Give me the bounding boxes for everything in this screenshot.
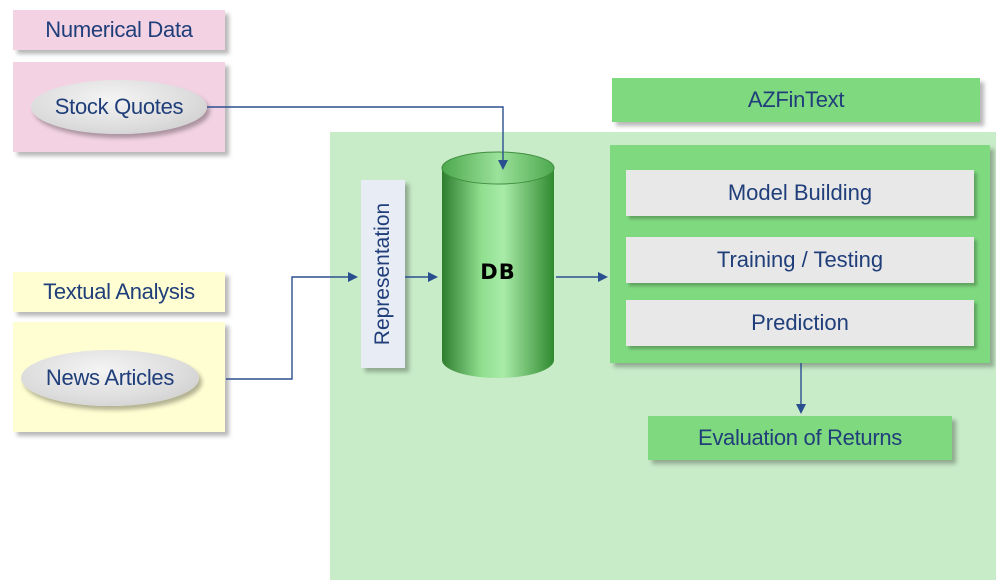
representation-box: Representation bbox=[361, 180, 405, 368]
news-articles-label: News Articles bbox=[45, 365, 175, 390]
textual-analysis-header: Textual Analysis bbox=[13, 272, 225, 312]
stock-quotes-node: Stock Quotes bbox=[31, 80, 207, 134]
numerical-data-label: Numerical Data bbox=[45, 17, 193, 42]
stock-quotes-label: Stock Quotes bbox=[54, 94, 184, 119]
representation-label: Representation bbox=[371, 202, 394, 346]
prediction-label: Prediction bbox=[751, 310, 849, 335]
model-building-label: Model Building bbox=[727, 180, 873, 205]
textual-analysis-label: Textual Analysis bbox=[43, 279, 195, 304]
training-testing-box: Training / Testing bbox=[626, 237, 974, 283]
azfintext-label: AZFinText bbox=[747, 87, 845, 112]
db-label: DB bbox=[480, 260, 516, 284]
azfintext-title: AZFinText bbox=[612, 78, 980, 122]
numerical-data-header: Numerical Data bbox=[13, 10, 225, 50]
news-articles-node: News Articles bbox=[21, 350, 199, 406]
evaluation-box: Evaluation of Returns bbox=[648, 416, 952, 460]
prediction-box: Prediction bbox=[626, 300, 974, 346]
evaluation-label: Evaluation of Returns bbox=[697, 425, 903, 450]
training-testing-label: Training / Testing bbox=[716, 247, 884, 272]
model-building-box: Model Building bbox=[626, 170, 974, 216]
